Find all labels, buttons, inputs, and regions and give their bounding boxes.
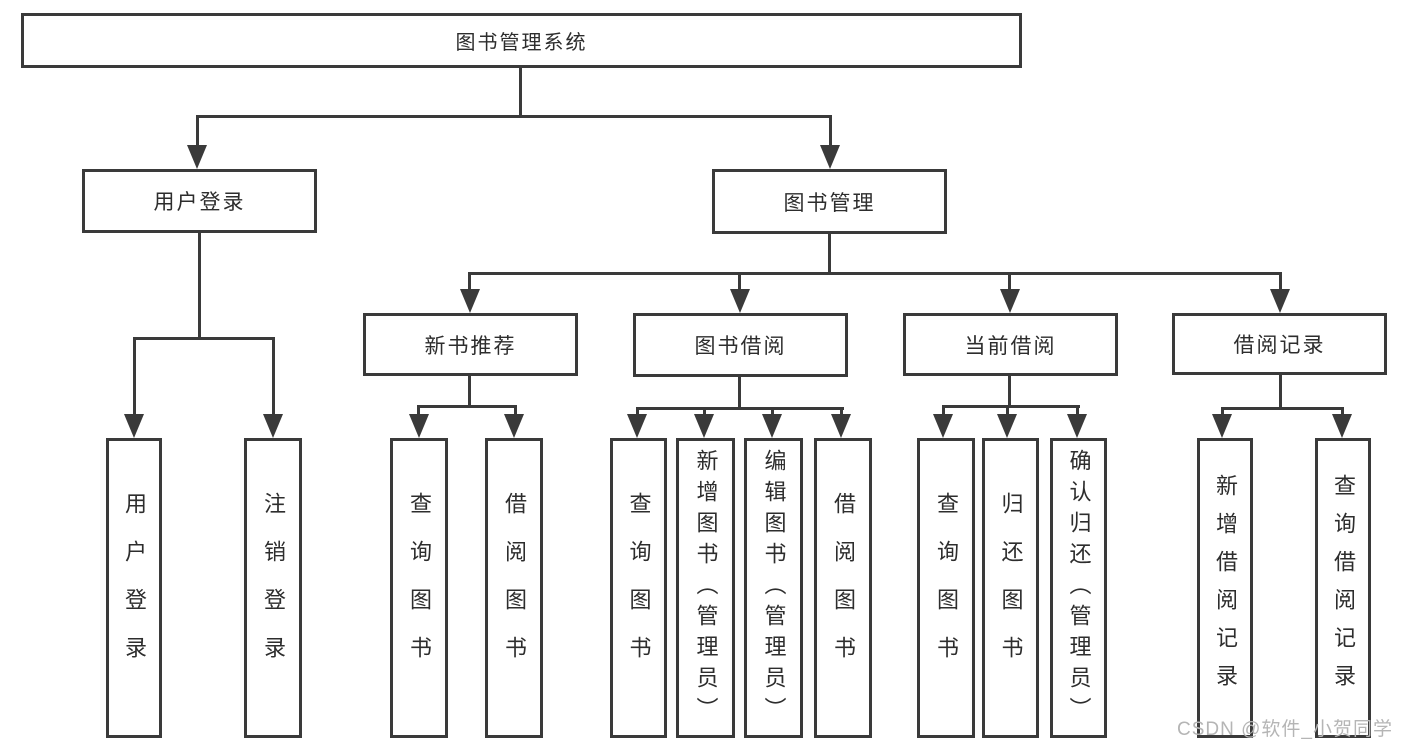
node-borrow-records: 借阅记录: [1172, 313, 1387, 375]
arrow-down-icon: [1212, 414, 1232, 438]
connector-leaf-drop: [133, 337, 136, 415]
connector-leaf-drop: [636, 407, 639, 415]
leaf-edit-books-admin-label: 编辑图书（管理员）: [761, 448, 787, 728]
connector-cat3-stem: [1008, 376, 1011, 405]
connector-user-login-stem: [198, 233, 201, 337]
connector-cat4-rail: [1221, 407, 1344, 410]
connector-level2-rail: [468, 272, 1282, 275]
arrow-down-icon: [831, 414, 851, 438]
arrow-down-icon: [460, 289, 480, 313]
node-new-book-recommend: 新书推荐: [363, 313, 578, 376]
node-book-management-label: 图书管理: [783, 191, 876, 215]
connector-level1-rail: [196, 115, 832, 118]
arrow-down-icon: [694, 414, 714, 438]
connector-leaf-drop: [1341, 407, 1344, 415]
connector-leaf-drop: [417, 405, 420, 415]
leaf-query-books-current: 查询图书: [917, 438, 975, 738]
leaf-logout: 注销登录: [244, 438, 302, 738]
arrow-down-icon: [997, 414, 1017, 438]
connector-root-stem: [519, 68, 522, 115]
leaf-query-borrow-record-label: 查询借阅记录: [1331, 474, 1356, 702]
connector-category-drop: [1279, 272, 1282, 292]
node-user-login: 用户登录: [82, 169, 317, 233]
arrow-down-icon: [933, 414, 953, 438]
leaf-borrow-books-label: 借阅图书: [831, 492, 856, 684]
connector-category-drop: [738, 272, 741, 292]
leaf-add-books-admin: 新增图书（管理员）: [676, 438, 735, 738]
node-book-management: 图书管理: [712, 169, 947, 234]
leaf-add-books-admin-label: 新增图书（管理员）: [693, 448, 719, 728]
leaf-query-books-recommend: 查询图书: [390, 438, 448, 738]
leaf-return-books-label: 归还图书: [998, 492, 1024, 684]
connector-cat1-stem: [468, 376, 471, 405]
connector-cat1-rail: [417, 405, 517, 408]
connector-leaf-drop: [272, 337, 275, 415]
leaf-query-books-borrow: 查询图书: [610, 438, 667, 738]
leaf-borrow-books-recommend-label: 借阅图书: [502, 492, 527, 684]
node-root-system: 图书管理系统: [21, 13, 1022, 68]
arrow-down-icon: [820, 145, 840, 169]
node-book-borrow: 图书借阅: [633, 313, 848, 377]
node-current-borrow: 当前借阅: [903, 313, 1118, 376]
node-borrow-records-label: 借阅记录: [1233, 334, 1326, 357]
arrow-down-icon: [730, 289, 750, 313]
connector-leaf-drop: [840, 407, 843, 415]
leaf-query-books-current-label: 查询图书: [934, 492, 959, 684]
leaf-borrow-books: 借阅图书: [814, 438, 872, 738]
leaf-edit-books-admin: 编辑图书（管理员）: [744, 438, 803, 738]
arrow-down-icon: [627, 414, 647, 438]
connector-user-login-drop: [196, 115, 199, 148]
connector-user-login-rail: [133, 337, 275, 340]
arrow-down-icon: [762, 414, 782, 438]
arrow-down-icon: [504, 414, 524, 438]
connector-leaf-drop: [1076, 405, 1079, 415]
leaf-query-books-recommend-label: 查询图书: [407, 492, 432, 684]
connector-category-drop: [1008, 272, 1011, 292]
connector-leaf-drop: [514, 405, 517, 415]
leaf-add-borrow-record-label: 新增借阅记录: [1213, 474, 1238, 702]
arrow-down-icon: [1067, 414, 1087, 438]
watermark: CSDN @软件_小贺同学: [1177, 719, 1393, 740]
node-book-borrow-label: 图书借阅: [694, 335, 787, 358]
connector-cat3-rail: [942, 405, 1080, 408]
leaf-return-books: 归还图书: [982, 438, 1039, 738]
arrow-down-icon: [187, 145, 207, 169]
node-root-label: 图书管理系统: [455, 32, 588, 54]
connector-cat2-stem: [738, 377, 741, 407]
connector-leaf-drop: [942, 405, 945, 415]
leaf-logout-label: 注销登录: [261, 492, 286, 684]
leaf-query-books-borrow-label: 查询图书: [626, 492, 652, 684]
connector-leaf-drop: [1221, 407, 1224, 415]
leaf-query-borrow-record: 查询借阅记录: [1315, 438, 1371, 738]
connector-leaf-drop: [703, 407, 706, 415]
leaf-user-login: 用户登录: [106, 438, 162, 738]
node-user-login-label: 用户登录: [153, 191, 246, 214]
connector-leaf-drop: [1006, 405, 1009, 415]
connector-leaf-drop: [771, 407, 774, 415]
arrow-down-icon: [1332, 414, 1352, 438]
leaf-borrow-books-recommend: 借阅图书: [485, 438, 543, 738]
arrow-down-icon: [409, 414, 429, 438]
arrow-down-icon: [263, 414, 283, 438]
connector-cat4-stem: [1279, 375, 1282, 407]
connector-cat2-rail: [636, 407, 844, 410]
arrow-down-icon: [1270, 289, 1290, 313]
connector-category-drop: [468, 272, 471, 292]
connector-book-mgmt-stem: [828, 234, 831, 272]
leaf-add-borrow-record: 新增借阅记录: [1197, 438, 1253, 738]
arrow-down-icon: [124, 414, 144, 438]
node-new-book-recommend-label: 新书推荐: [424, 334, 517, 358]
node-current-borrow-label: 当前借阅: [964, 334, 1057, 358]
leaf-confirm-return-admin: 确认归还（管理员）: [1050, 438, 1107, 738]
connector-book-mgmt-drop: [829, 115, 832, 148]
leaf-user-login-label: 用户登录: [122, 492, 147, 684]
leaf-confirm-return-admin-label: 确认归还（管理员）: [1066, 448, 1092, 728]
arrow-down-icon: [1000, 289, 1020, 313]
